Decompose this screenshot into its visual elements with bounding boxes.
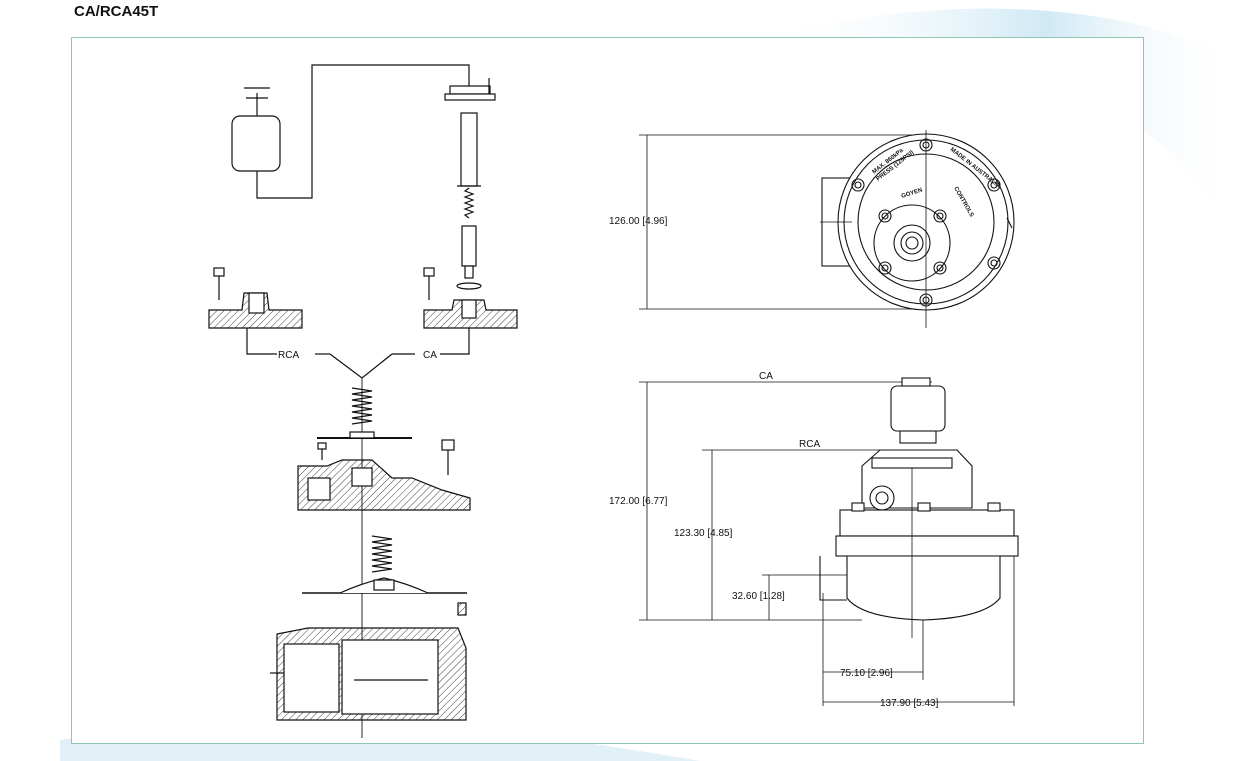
top-view (639, 130, 1015, 328)
technical-drawing: RCA CA (208, 64, 1019, 738)
side-view (639, 377, 1019, 706)
screw-right (423, 267, 435, 300)
armature-assembly (444, 78, 496, 290)
valve-cover (297, 459, 471, 511)
screw-small-left (317, 442, 327, 460)
dimension-width-center: 75.10 [2.96] (840, 668, 893, 679)
dimension-height-rca: 123.30 [4.85] (674, 528, 733, 539)
pilot-diaphragm (317, 431, 412, 439)
screw-left (213, 267, 225, 300)
exploded-view (208, 64, 518, 738)
valve-body (270, 627, 467, 721)
label-ca: CA (423, 350, 437, 361)
main-diaphragm (302, 577, 467, 594)
side-label-rca: RCA (799, 439, 820, 450)
rca-pilot-body (208, 292, 303, 329)
side-label-ca: CA (759, 371, 773, 382)
solenoid-coil (231, 87, 281, 172)
upper-spring (351, 387, 373, 425)
dimension-height-ca: 172.00 [6.77] (609, 496, 668, 507)
drawing-frame: RCA CA (71, 37, 1144, 744)
connection-wire (256, 64, 470, 199)
merge-leader (329, 353, 393, 379)
label-rca: RCA (278, 350, 299, 361)
dimension-height-port: 32.60 [1.28] (732, 591, 785, 602)
screw-cover (441, 439, 455, 475)
screw-body (457, 602, 467, 616)
lower-spring (371, 535, 393, 573)
dimension-width-overall: 137.90 [5.43] (880, 698, 939, 709)
rca-leader (246, 328, 277, 355)
dimension-height-top: 126.00 [4.96] (609, 216, 668, 227)
model-title: CA/RCA45T (74, 3, 159, 20)
ca-leader (440, 328, 470, 355)
ca-pilot-body (423, 299, 518, 329)
